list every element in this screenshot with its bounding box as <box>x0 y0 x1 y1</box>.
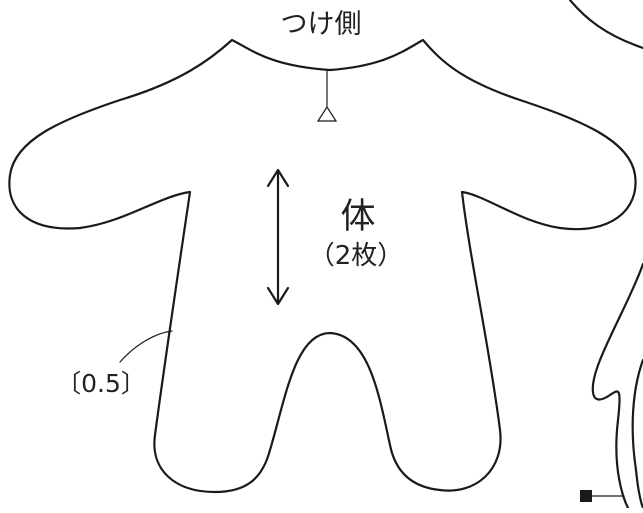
seam-allowance-label: 〔0.5〕 <box>56 369 146 398</box>
neighbor-piece-right-edge <box>591 262 643 510</box>
piece-count-label: （2枚） <box>309 241 404 271</box>
seam-allowance-leader <box>119 330 173 363</box>
neighbor-piece-inner-edge <box>631 358 643 510</box>
body-pattern-outline <box>8 38 637 494</box>
piece-name-label: 体 <box>340 197 375 237</box>
neck-edge-label: つけ側 <box>281 9 362 40</box>
grainline-arrow <box>266 168 290 306</box>
corner-marker-square <box>580 490 592 502</box>
neighbor-piece-top-edge <box>568 0 643 50</box>
match-mark-triangle <box>316 105 338 122</box>
